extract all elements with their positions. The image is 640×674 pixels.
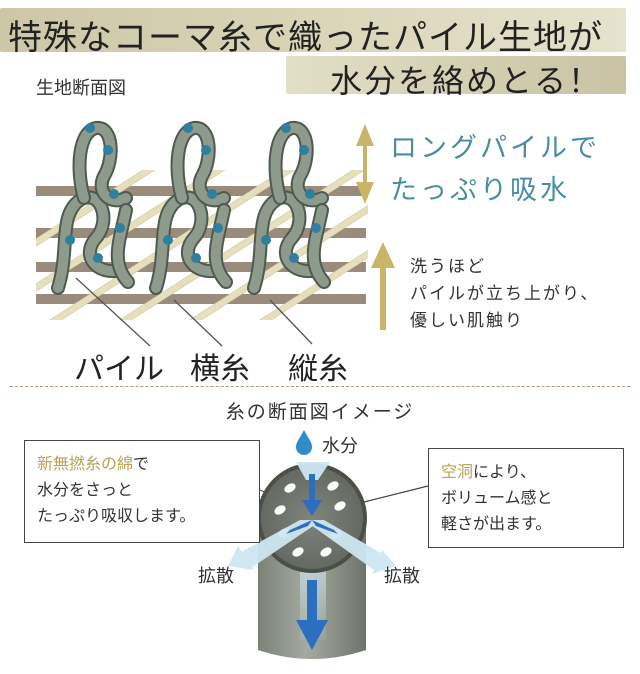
headline-line-2: 水分を絡めとる！ <box>330 62 603 100</box>
info-box-cotton: 新無撚糸の綿で 水分をさっと たっぷり吸収します。 <box>24 440 260 543</box>
hollow-line-1: 空洞により、 <box>441 459 611 485</box>
hollow-line-1-rest: により、 <box>473 462 537 481</box>
section-divider <box>10 386 630 387</box>
cotton-line-3: たっぷり吸収します。 <box>37 506 196 525</box>
label-weft: 横糸 <box>190 352 250 387</box>
wash-line-2: パイルが立ち上がり、 <box>410 284 600 304</box>
cotton-line-1: 新無撚糸の綿で <box>37 451 247 477</box>
headline-line-1: 特殊なコーマ糸で織ったパイル生地が <box>8 18 603 58</box>
wash-text: 洗うほど パイルが立ち上がり、 優しい肌触り <box>410 254 599 335</box>
cotton-line-1-rest: で <box>133 454 150 473</box>
water-arrows <box>286 474 338 650</box>
wash-line-3: 優しい肌触り <box>410 311 524 331</box>
hollow-line-3: 軽さが出ます。 <box>441 514 552 533</box>
water-label: 水分 <box>322 436 358 457</box>
diffusion-arrows <box>228 462 396 574</box>
label-pile: パイル <box>74 352 164 387</box>
info-box-hollow: 空洞により、 ボリューム感と 軽さが出ます。 <box>428 448 624 548</box>
label-pointers <box>75 277 313 347</box>
hollow-highlight: 空洞 <box>441 462 474 481</box>
cotton-highlight: 新無撚糸の綿 <box>37 454 134 473</box>
wash-line-1: 洗うほど <box>410 257 486 277</box>
diffuse-label-right: 拡散 <box>384 566 420 587</box>
yarn-image-title: 糸の断面図イメージ <box>225 401 415 423</box>
water-drop-icon <box>296 430 312 455</box>
gold-arrows <box>356 124 395 330</box>
pile-loop-group <box>51 121 135 295</box>
cotton-line-2: 水分をさっと <box>37 480 134 499</box>
cross-section-title: 生地断面図 <box>36 78 126 99</box>
label-warp: 縦糸 <box>288 352 348 387</box>
long-pile-line-2: たっぷり吸水 <box>390 175 570 206</box>
headline-highlight-2 <box>286 56 626 94</box>
hollow-line-2: ボリューム感と <box>441 488 553 507</box>
headline-highlight-1 <box>0 8 626 52</box>
diffuse-label-left: 拡散 <box>198 566 234 587</box>
long-pile-text: ロングパイルで たっぷり吸水 <box>390 128 600 212</box>
long-pile-line-1: ロングパイルで <box>390 133 600 164</box>
